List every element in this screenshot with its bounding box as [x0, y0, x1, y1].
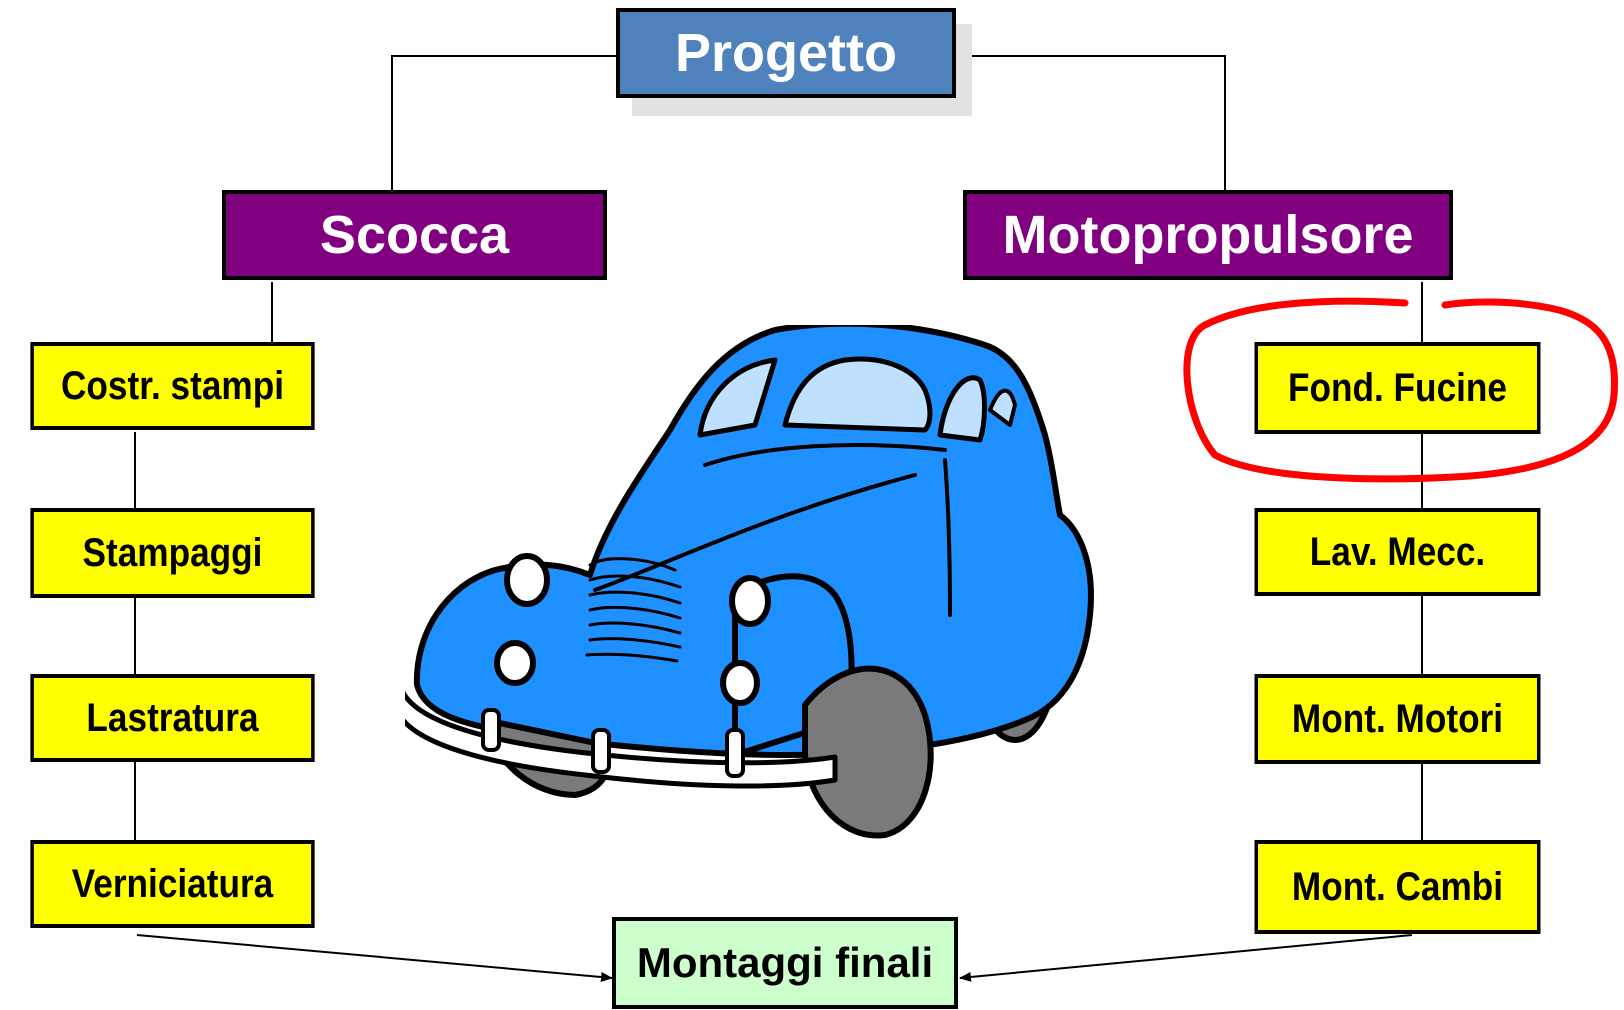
node-lav-mecc[interactable]: Lav. Mecc. — [1254, 508, 1541, 596]
node-progetto[interactable]: Progetto — [616, 8, 956, 98]
node-stampaggi[interactable]: Stampaggi — [30, 508, 315, 598]
node-stampaggi-label: Stampaggi — [82, 530, 263, 575]
node-scocca[interactable]: Scocca — [222, 190, 607, 280]
node-scocca-label: Scocca — [319, 205, 510, 265]
node-mont-cambi[interactable]: Mont. Cambi — [1254, 840, 1541, 934]
node-verniciatura-label: Verniciatura — [71, 861, 274, 906]
node-lastratura[interactable]: Lastratura — [30, 674, 315, 762]
node-motopropulsore-label: Motopropulsore — [1002, 205, 1414, 265]
node-lav-mecc-label: Lav. Mecc. — [1309, 529, 1486, 574]
node-verniciatura[interactable]: Verniciatura — [30, 840, 315, 928]
arrow-right-to-final — [959, 934, 1413, 982]
vintage-car-icon — [405, 325, 1094, 839]
node-lastratura-label: Lastratura — [86, 695, 259, 740]
node-progetto-label: Progetto — [675, 23, 897, 83]
connector-root-left — [391, 55, 620, 190]
node-costr-stampi[interactable]: Costr. stampi — [30, 342, 315, 430]
node-costr-stampi-label: Costr. stampi — [61, 363, 284, 408]
node-montaggi-finali[interactable]: Montaggi finali — [612, 917, 958, 1009]
node-motopropulsore[interactable]: Motopropulsore — [963, 190, 1453, 280]
arrow-left-to-final — [136, 934, 613, 982]
node-montaggi-finali-label: Montaggi finali — [636, 939, 934, 986]
node-mont-motori-label: Mont. Motori — [1291, 696, 1504, 741]
node-fond-fucine[interactable]: Fond. Fucine — [1254, 342, 1541, 434]
connector-root-right — [955, 55, 1226, 190]
node-mont-cambi-label: Mont. Cambi — [1291, 864, 1504, 909]
node-fond-fucine-label: Fond. Fucine — [1287, 365, 1508, 410]
node-mont-motori[interactable]: Mont. Motori — [1254, 674, 1541, 764]
